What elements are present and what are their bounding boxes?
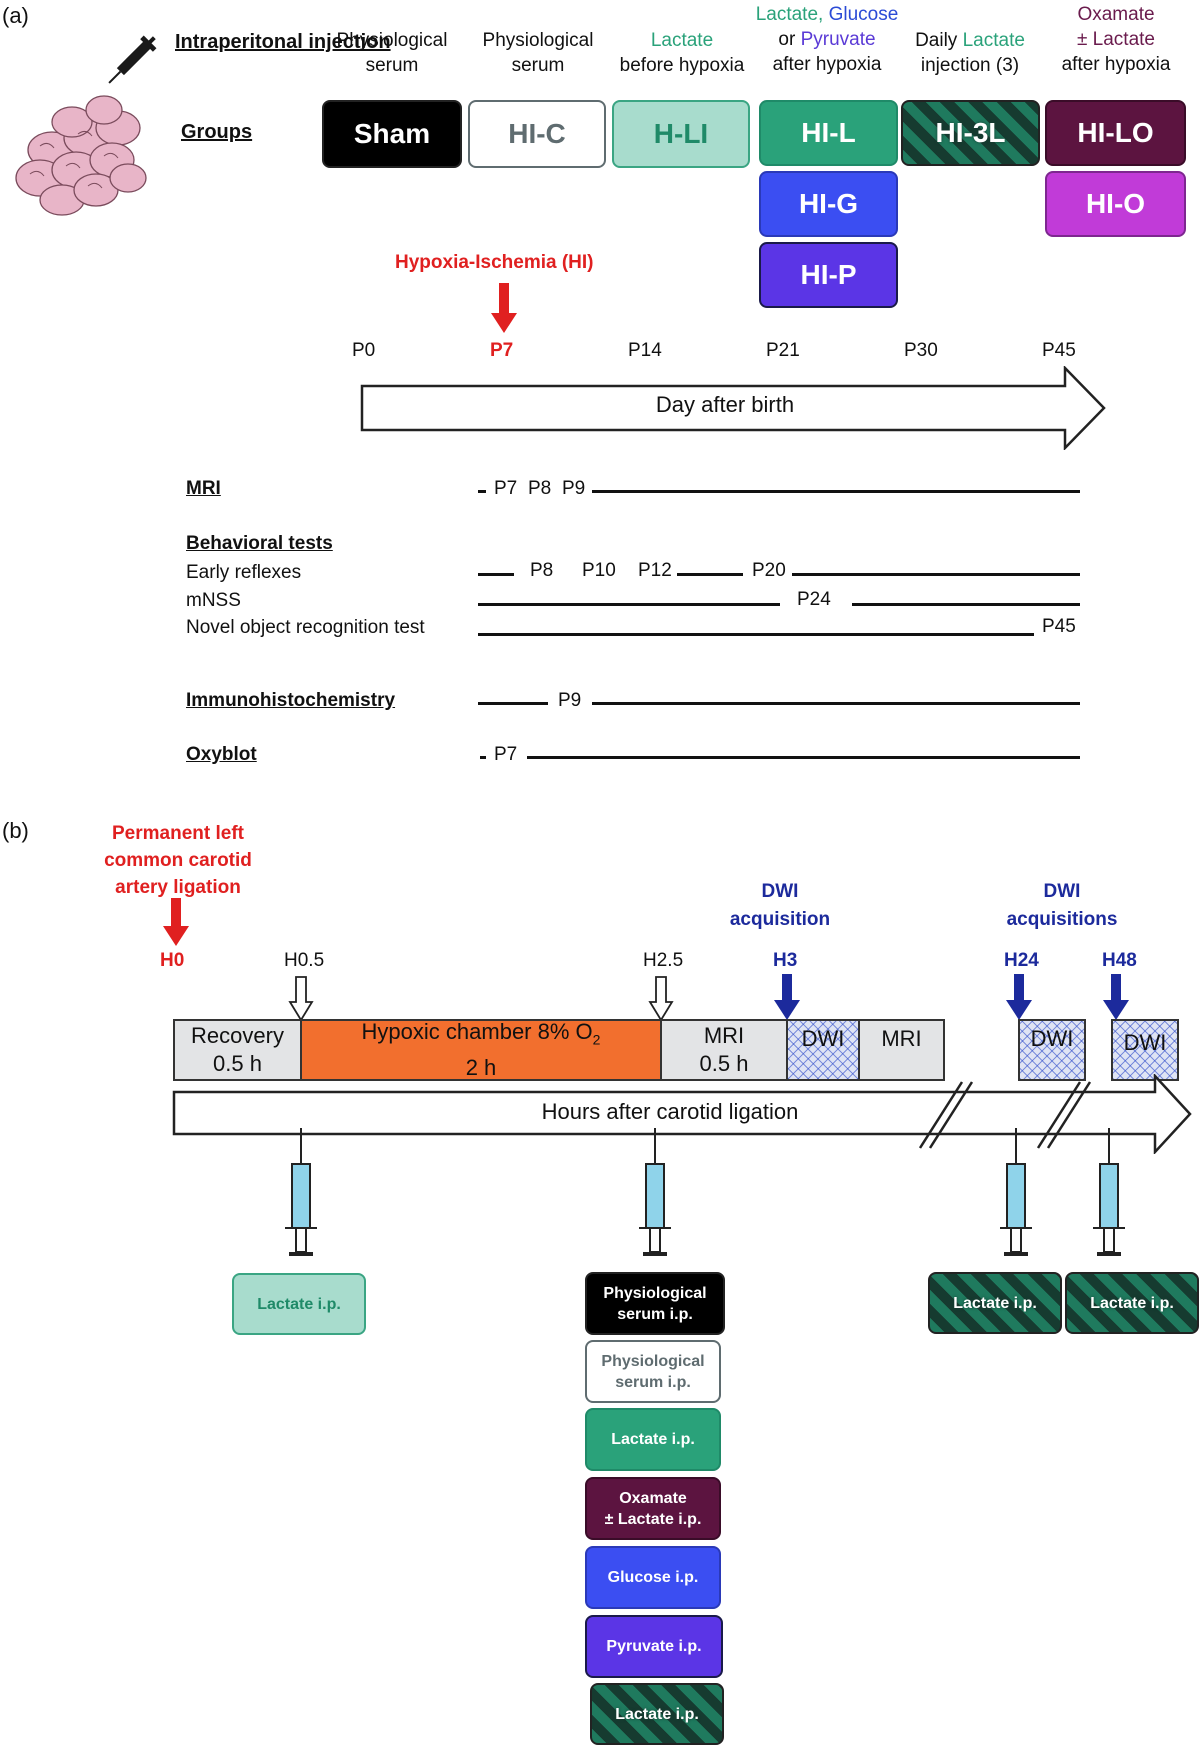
hours-timeline-label: Hours after carotid ligation [541,1099,799,1124]
syringe-icon [108,35,157,84]
early-p8: P8 [530,560,554,581]
injection-physio-hic: Physiological serum i.p. [585,1340,721,1403]
injection-physio-sham: Physiological serum i.p. [585,1272,725,1335]
dwi-acquisitions-label: DWI acquisitions [1006,881,1118,930]
day-timeline-label: Day after birth [655,392,795,417]
h24-arrow-icon [1006,974,1032,1020]
h3-arrow-icon [774,974,800,1020]
dwi-acquisition-label: DWI acquisition [729,881,831,930]
hour-h0: H0 [160,950,185,971]
injection-h48-lactate: Lactate i.p. [1065,1272,1199,1334]
hour-h3: H3 [773,950,798,971]
mri-p9: P9 [562,478,586,499]
group-hio: HI-O [1045,171,1186,237]
h05-arrow-icon [288,976,314,1022]
panel-b-label: (b) [2,818,29,843]
hours-timeline-arrow [172,1074,1192,1154]
group-hi3l: HI-3L [901,100,1040,166]
group-hig: HI-G [759,171,898,237]
syringe-icon-h24 [1000,1128,1032,1256]
ihc-title: Immunohistochemistry [186,690,396,711]
hi-arrow-icon [491,283,517,333]
tick-p14: P14 [628,340,662,361]
early-p12: P12 [638,560,672,581]
behavioral-title: Behavioral tests [186,533,333,554]
hypoxic-segment: Hypoxic chamber 8% O2 2 h [300,1019,662,1081]
dwi-h24-segment: DWI [1018,1019,1086,1081]
ihc-p9: P9 [558,690,582,711]
day-timeline-arrow [360,366,1106,450]
injection-h24-lactate: Lactate i.p. [928,1272,1062,1334]
tick-p0: P0 [352,340,376,361]
injection-daily-lactate: Lactate i.p. [590,1683,724,1745]
group-hilo: HI-LO [1045,100,1186,166]
dwi-segment: DWI [786,1019,860,1081]
hi-event-label: Hypoxia-Ischemia (HI) [395,252,594,273]
syringe-icon-h25 [639,1128,671,1256]
injection-glucose: Glucose i.p. [585,1546,721,1609]
hour-h25: H2.5 [643,950,684,971]
group-hil: HI-L [759,100,898,166]
ligation-arrow-icon [163,898,189,946]
group-hic: HI-C [468,100,606,168]
injection-header: Intraperitonal injection [175,31,391,53]
hour-h05: H0.5 [284,950,325,971]
syringe-icon-h48 [1093,1128,1125,1256]
h48-arrow-icon [1103,974,1129,1020]
oxyblot-title: Oxyblot [186,744,257,765]
mri-p7: P7 [494,478,518,499]
tick-p7: P7 [490,340,514,361]
pups-illustration [15,95,147,216]
panel-a-label: (a) [2,3,29,28]
nor-title: Novel object recognition test [186,617,425,638]
group-hli: H-LI [612,100,750,168]
ligation-label: Permanent left common carotid artery lig… [104,823,252,898]
mri-row-title: MRI [186,478,221,499]
syringe-icon-h0 [285,1128,317,1256]
injection-oxamate: Oxamate ± Lactate i.p. [585,1477,721,1540]
dwi-h48-segment: DWI [1111,1019,1179,1081]
mri-segment-2: MRI [858,1019,945,1081]
early-reflexes-title: Early reflexes [186,562,302,583]
mnss-title: mNSS [186,590,241,611]
tick-p30: P30 [904,340,938,361]
tick-p45: P45 [1042,340,1076,361]
groups-header: Groups [181,121,253,143]
mnss-p24: P24 [797,589,831,610]
injection-pyruvate: Pyruvate i.p. [585,1615,723,1678]
mri-p8: P8 [528,478,552,499]
early-p10: P10 [582,560,616,581]
group-sham: Sham [322,100,462,168]
early-p20: P20 [752,560,786,581]
tick-p21: P21 [766,340,800,361]
oxyblot-p7: P7 [494,744,518,765]
h25-arrow-icon [648,976,674,1022]
group-hip: HI-P [759,242,898,308]
injection-early-lactate: Lactate i.p. [232,1273,366,1335]
hour-h48: H48 [1102,950,1137,971]
nor-p45: P45 [1042,616,1076,637]
hour-h24: H24 [1004,950,1039,971]
injection-lactate: Lactate i.p. [585,1408,721,1471]
